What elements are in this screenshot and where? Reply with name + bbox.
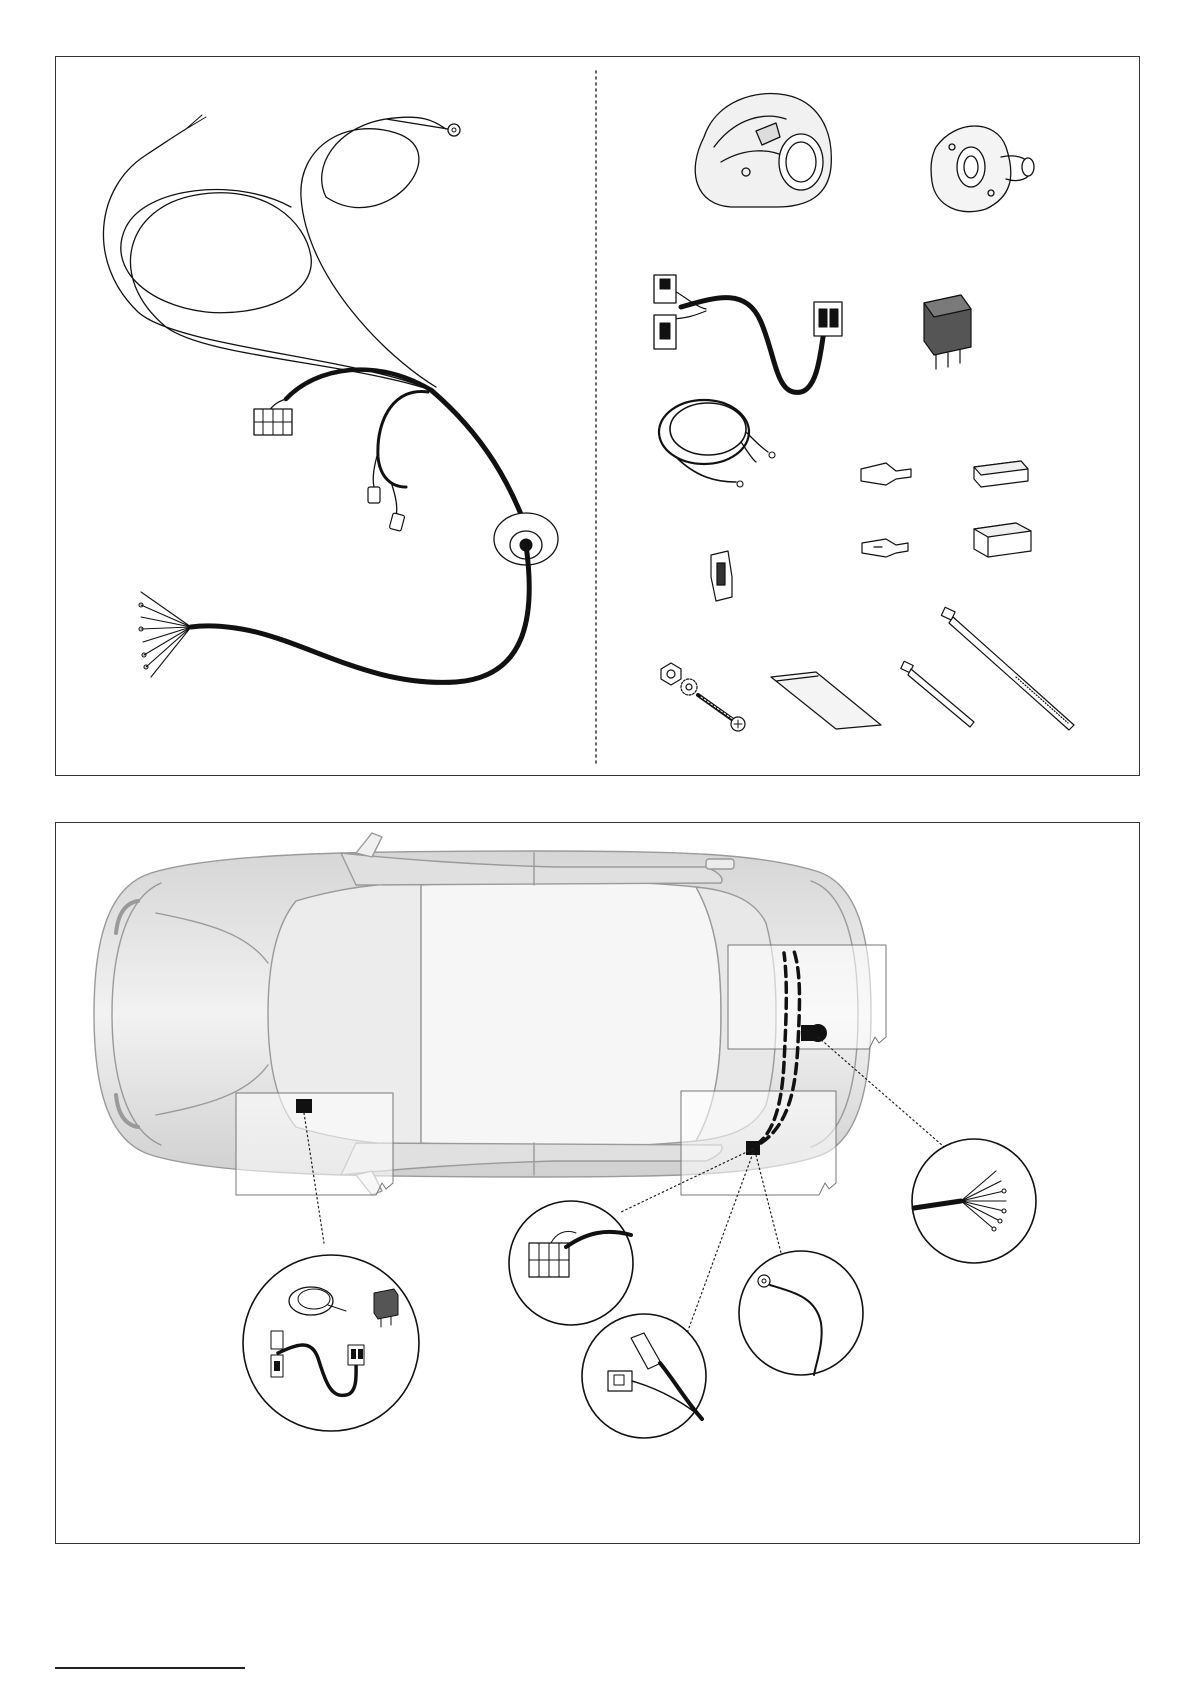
adhesive-strip-icon — [771, 672, 881, 729]
kit-contents-drawing — [56, 57, 1141, 777]
relay-location-marker — [296, 1099, 312, 1113]
fuse-connector-detail — [582, 1314, 706, 1438]
wiring-harness-icon — [103, 115, 558, 682]
spade-connector-icon — [861, 463, 911, 557]
ground-point-detail — [739, 1251, 863, 1375]
relay-adapter-detail — [243, 1255, 419, 1431]
cable-tie-icon — [901, 607, 1074, 730]
installation-drawing — [56, 823, 1141, 1545]
wire-ends-detail — [912, 1139, 1036, 1263]
adapter-cable-icon — [654, 275, 842, 392]
bolt-set-icon — [661, 663, 745, 731]
installation-panel — [55, 822, 1140, 1544]
wire-ends-icon — [139, 592, 191, 677]
kit-contents-panel — [55, 56, 1140, 776]
socket-gasket-icon — [931, 126, 1034, 212]
multi-pin-plug-icon — [254, 399, 292, 435]
trailer-socket-icon — [695, 94, 831, 207]
connector-housing-icon — [974, 461, 1031, 557]
relay-icon — [924, 295, 971, 369]
multi-plug-detail — [509, 1201, 633, 1325]
ground-cable-icon — [659, 400, 775, 487]
clip-icon — [711, 551, 732, 601]
footer-rule — [55, 1667, 245, 1669]
